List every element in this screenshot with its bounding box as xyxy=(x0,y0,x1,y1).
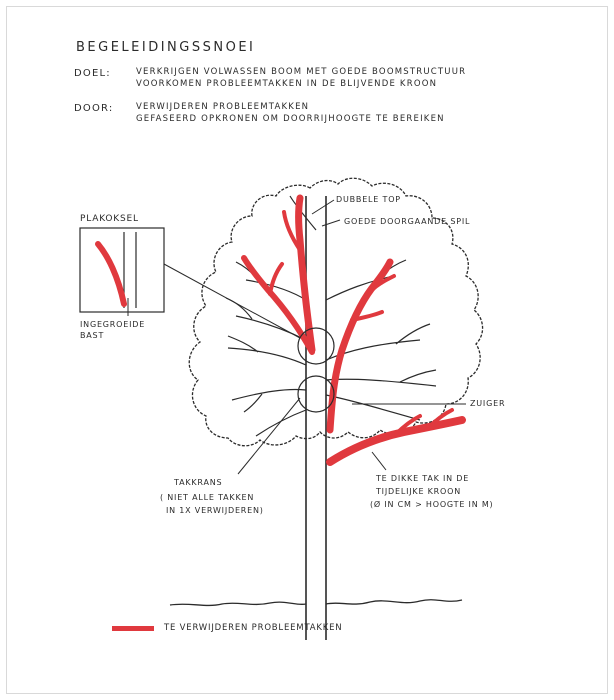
ground-line xyxy=(170,600,462,606)
label-te-dikke-1: TE DIKKE TAK IN DE xyxy=(376,474,469,483)
crotch-circle-upper xyxy=(298,328,334,364)
label-bast: BAST xyxy=(80,331,104,340)
legend-label: TE VERWIJDEREN PROBLEEMTAKKEN xyxy=(164,623,342,633)
label-te-dikke-2: TIJDELIJKE KROON xyxy=(376,487,461,496)
label-takkrans-sub-1: ( NIET ALLE TAKKEN xyxy=(160,493,254,502)
label-dubbele-top: DUBBELE TOP xyxy=(336,195,401,204)
crotch-circle-lower xyxy=(298,376,334,412)
label-takkrans: TAKKRANS xyxy=(174,478,222,487)
label-plakoksel: PLAKOKSEL xyxy=(80,214,139,224)
legend-swatch xyxy=(112,626,154,631)
label-zuiger: ZUIGER xyxy=(470,399,505,408)
label-goede-spil: GOEDE DOORGAANDE SPIL xyxy=(344,217,470,226)
label-ingegroeide: INGEGROEIDE xyxy=(80,320,145,329)
problem-branches xyxy=(244,198,462,462)
leader-lines xyxy=(238,200,466,474)
label-takkrans-sub-2: IN 1X VERWIJDEREN) xyxy=(166,506,264,515)
label-te-dikke-3: (Ø IN CM > HOOGTE IN M) xyxy=(370,500,493,509)
trunk xyxy=(306,196,326,640)
